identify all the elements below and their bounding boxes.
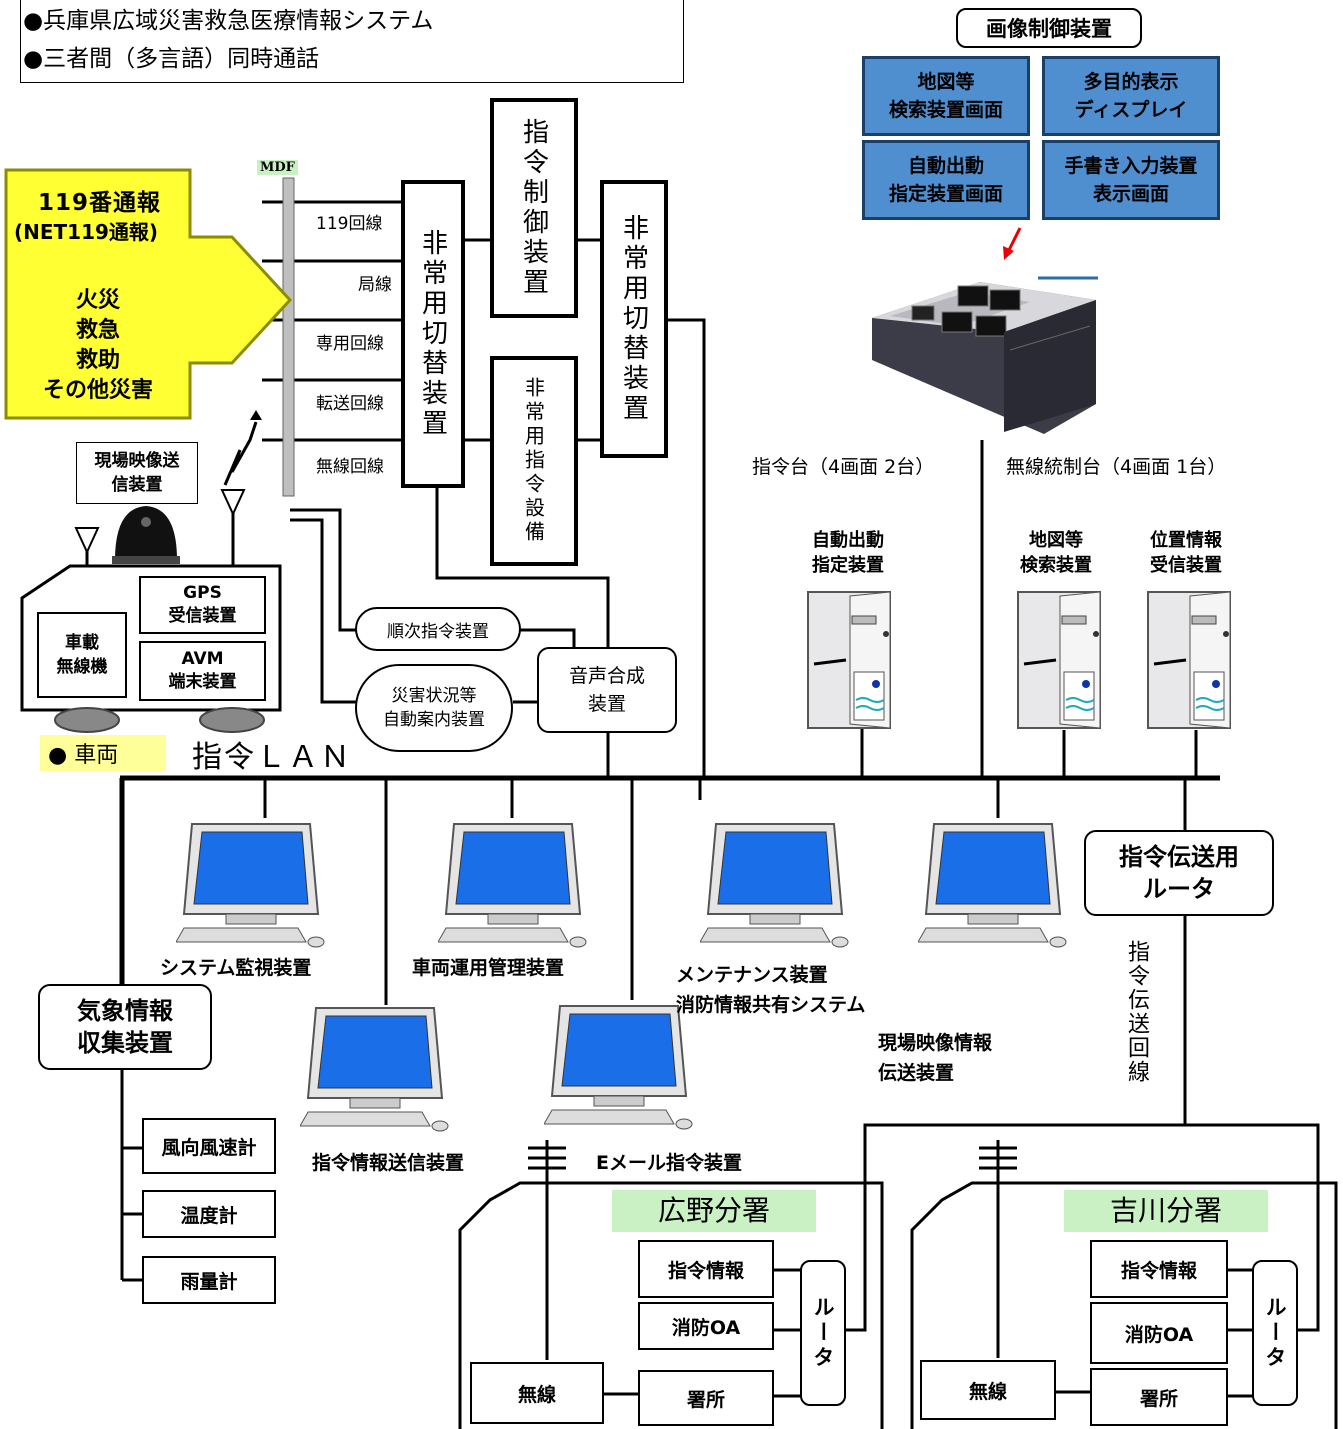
pc-maintenance-icon	[700, 823, 849, 948]
sensor-rain: 雨量計	[142, 1256, 276, 1304]
lan-label: 指令ＬＡＮ	[192, 740, 352, 775]
emergency-switch-right: 非常用切替装置	[600, 180, 668, 458]
pc-label-vehicle-management: 車両運用管理装置	[412, 957, 565, 979]
pc-email-command-icon	[544, 1005, 693, 1130]
call-types: 火災 救急 救助 その他災害	[6, 286, 190, 406]
branch-name-hirono: 広野分署	[612, 1190, 816, 1232]
server-label-auto-dispatch: 自動出動 指定装置	[812, 530, 884, 576]
branch-yokawa-info: 指令情報	[1090, 1240, 1228, 1298]
pc-label-email-command: Eメール指令装置	[596, 1152, 742, 1174]
pc-label-field-video: 現場映像情報 伝送装置	[878, 1032, 993, 1084]
call-type-fire: 火災	[75, 288, 120, 313]
server-location-icon	[1147, 591, 1231, 729]
server-label-location: 位置情報 受信装置	[1150, 530, 1222, 576]
branch-hirono-radio: 無線	[470, 1362, 604, 1424]
branch-yokawa-office: 署所	[1090, 1368, 1228, 1426]
pc-field-video-icon	[918, 823, 1067, 948]
line-label-local: 局線	[358, 275, 392, 295]
mdf-label: MDF	[257, 160, 298, 175]
call-type-other: その他災害	[42, 378, 153, 403]
pc-system-monitor-icon	[176, 823, 325, 948]
header-box: ●兵庫県広域災害救急医療情報システム ●三者間（多言語）同時通話	[20, 0, 684, 83]
line-label-transfer: 転送回線	[316, 394, 384, 414]
pc-command-info-icon	[300, 1007, 449, 1132]
emergency-switch-left: 非常用切替装置	[401, 180, 465, 488]
gps-receiver: GPS 受信装置	[139, 576, 266, 634]
dome-camera-icon	[115, 506, 177, 560]
line-label-radio: 無線回線	[316, 457, 384, 477]
wheel-icon	[199, 707, 265, 733]
call-subtitle: (NET119通報)	[14, 220, 159, 244]
branch-hirono-info: 指令情報	[638, 1240, 774, 1298]
antenna-icon	[74, 527, 100, 555]
branch-hirono-oa: 消防OA	[638, 1302, 774, 1350]
auto-guide-unit: 災害状況等 自動案内装置	[355, 664, 513, 752]
pc-label-maintenance: メンテナンス装置	[676, 964, 828, 986]
server-map-search-icon	[1017, 591, 1101, 729]
mdf-bar	[282, 177, 295, 497]
panel-multi-display: 多目的表示 ディスプレイ	[1042, 56, 1220, 136]
call-type-rescue: 救助	[75, 348, 120, 373]
call-type-ambulance: 救急	[75, 318, 120, 343]
branch-yokawa-router: ルータ	[1252, 1260, 1298, 1406]
image-control-title: 画像制御装置	[956, 8, 1142, 48]
header-line-1: ●兵庫県広域災害救急医療情報システム	[23, 8, 434, 34]
branch-hirono-office: 署所	[638, 1370, 774, 1426]
pc-vehicle-management-icon	[438, 823, 587, 948]
console-desk-icon	[872, 282, 1096, 434]
sequential-command-unit: 順次指令装置	[355, 607, 521, 651]
weather-collector: 気象情報 収集装置	[38, 984, 212, 1070]
incoming-call-arrow	[4, 168, 293, 420]
command-router: 指令伝送用 ルータ	[1084, 830, 1274, 916]
antenna-icon	[220, 489, 246, 517]
server-label-map-search: 地図等 検索装置	[1020, 530, 1092, 576]
call-title: 119番通報	[38, 190, 162, 216]
panel-map-search: 地図等 検索装置画面	[862, 56, 1030, 136]
line-label-119: 119回線	[316, 214, 383, 234]
server-auto-dispatch-icon	[807, 591, 891, 729]
branch-yokawa-oa: 消防OA	[1090, 1302, 1228, 1364]
pc-label-system-monitor: システム監視装置	[160, 957, 312, 979]
wheel-icon	[54, 707, 120, 733]
pc-label-command-info: 指令情報送信装置	[312, 1152, 465, 1174]
command-console-label: 指令台（4画面 2台）	[752, 456, 935, 478]
transmission-line-label: 指令伝送回線	[1120, 940, 1152, 1084]
sensor-wind: 風向風速計	[142, 1118, 276, 1174]
emergency-command-unit: 非常用指令設備	[490, 356, 578, 566]
vehicle-radio: 車載 無線機	[37, 612, 127, 698]
command-control-unit: 指令制御装置	[490, 98, 578, 318]
radio-console-label: 無線統制台（4画面 1台）	[1006, 456, 1227, 478]
vehicle-caption: ● 車両	[40, 735, 167, 771]
panel-handwriting: 手書き入力装置 表示画面	[1042, 140, 1220, 220]
branch-hirono-router: ルータ	[800, 1260, 846, 1406]
line-label-dedicated: 専用回線	[316, 334, 384, 354]
branch-name-yokawa: 吉川分署	[1064, 1190, 1268, 1232]
field-video-sender: 現場映像送 信装置	[76, 442, 198, 504]
branch-yokawa-radio: 無線	[920, 1360, 1056, 1420]
panel-auto-dispatch: 自動出動 指定装置画面	[862, 140, 1030, 220]
header-line-2: ●三者間（多言語）同時通話	[23, 46, 320, 72]
pc-label-info-sharing: 消防情報共有システム	[676, 994, 866, 1016]
voice-synth-unit: 音声合成 装置	[537, 647, 677, 733]
avm-terminal: AVM 端末装置	[139, 641, 266, 701]
sensor-temperature: 温度計	[142, 1190, 276, 1238]
